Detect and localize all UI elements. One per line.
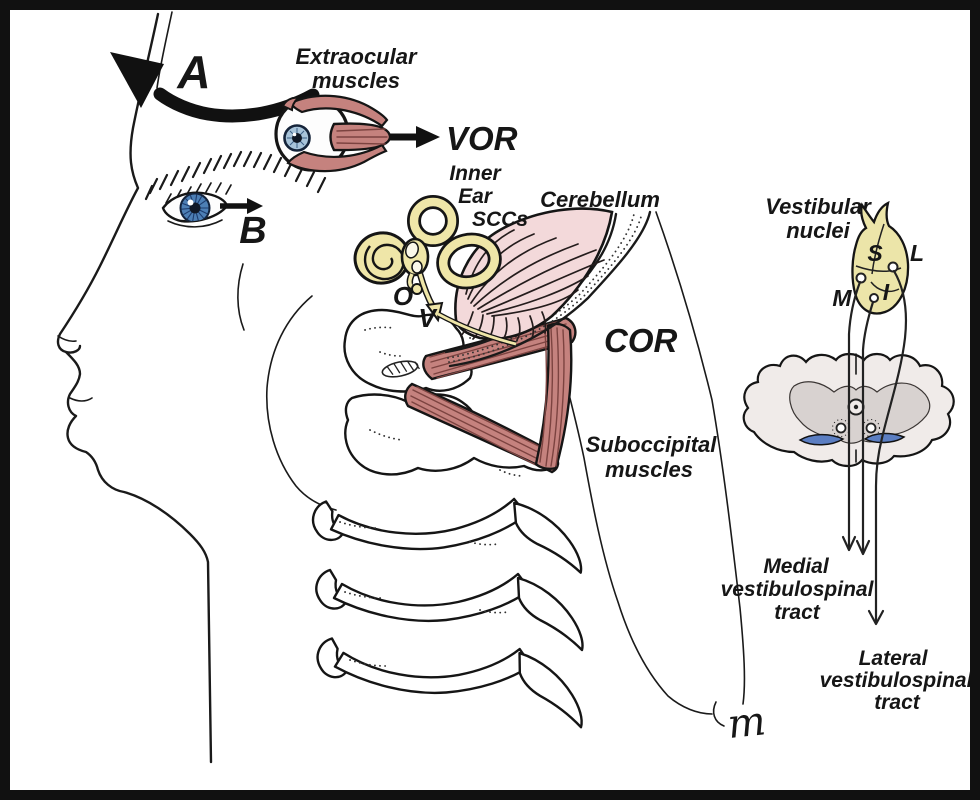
label-vor: VOR — [446, 120, 518, 157]
label-extraocular-2: muscles — [312, 68, 400, 93]
superior-tendon — [281, 96, 301, 112]
cheek-line — [237, 263, 245, 331]
signature-flourish — [712, 701, 725, 727]
semicircular-canals — [407, 195, 502, 290]
skull-stipple-1 — [447, 213, 635, 359]
hairline — [156, 11, 173, 89]
lateral-rectus-striations — [336, 128, 388, 145]
medial-arrowhead-1 — [841, 535, 857, 552]
head-profile — [56, 11, 746, 764]
saccule — [411, 260, 423, 274]
neck-back-line — [655, 211, 746, 705]
label-inner: Inner — [449, 162, 502, 185]
label-a: A — [176, 46, 210, 98]
ventral-neuron-right — [865, 422, 877, 434]
ventral-neuron-left — [835, 422, 847, 434]
vertebra-c5 — [314, 636, 586, 729]
medial-neuron — [855, 272, 867, 284]
vertebra-c4 — [315, 568, 584, 652]
label-lateral-2: vestibulospinal — [820, 669, 974, 692]
label-nucleus-i: I — [883, 279, 890, 305]
pupil — [189, 202, 201, 214]
nostril-line — [57, 335, 77, 343]
label-nuclei: nuclei — [786, 218, 850, 243]
skull-outer-line — [448, 210, 652, 368]
label-suboccipital-2: muscles — [605, 457, 693, 482]
artist-signature: m — [712, 698, 768, 748]
arrowhead-b — [247, 198, 263, 214]
eye-highlight — [187, 199, 194, 206]
label-lateral-3: tract — [874, 691, 921, 714]
label-lateral-1: Lateral — [859, 647, 929, 670]
lateral-neuron — [887, 261, 899, 273]
vor-arrow — [390, 126, 440, 148]
lateral-tract-line — [874, 269, 908, 624]
label-otolith: O — [393, 281, 413, 311]
utricle — [405, 241, 419, 259]
gaze-arrow — [220, 198, 263, 214]
nuclei-outline — [851, 200, 910, 315]
extraocular-eyeball — [274, 94, 392, 173]
label-nucleus-l: L — [910, 240, 924, 266]
lower-lid-line — [167, 219, 223, 228]
label-vestibular: Vestibular — [765, 194, 872, 219]
vertebra-c3 — [311, 491, 583, 584]
label-suboccipital-1: Suboccipital — [586, 432, 718, 457]
label-medial-3: tract — [774, 601, 821, 624]
jaw-line — [265, 295, 337, 511]
lateral-arrowhead — [867, 609, 885, 626]
inferior-neuron — [869, 293, 879, 303]
lip-line — [69, 397, 93, 402]
globe-highlight — [292, 132, 297, 137]
eyebrow-hatching — [144, 150, 327, 201]
vestibular-nuclei-drawing — [851, 200, 910, 315]
label-medial-1: Medial — [763, 555, 830, 578]
arrowhead-a — [110, 52, 164, 108]
axis-atlas-bone — [344, 393, 560, 476]
inner-ear-drawing — [353, 195, 517, 347]
label-nucleus-s: S — [867, 240, 883, 266]
skull-stipple-2 — [448, 212, 643, 363]
signature-mark: m — [725, 698, 768, 748]
vestibular-nerve-branches — [406, 272, 517, 347]
tract-zone-left — [798, 433, 845, 446]
muscle-striations-2 — [410, 386, 554, 469]
vestibulospinal-panel: Vestibular nuclei S L M I — [721, 194, 974, 714]
medial-arrowhead-2 — [855, 539, 871, 556]
label-nucleus-m: M — [832, 285, 852, 311]
label-sccs: SCCs — [472, 208, 528, 231]
tract-zone-right — [863, 432, 906, 444]
superior-rectus-muscle — [289, 94, 389, 128]
neuron-halo-right — [861, 418, 881, 438]
label-extraocular-1: Extraocular — [295, 44, 417, 69]
label-medial-2: vestibulospinal — [721, 578, 875, 601]
descending-tracts — [841, 269, 908, 626]
label-b: B — [239, 210, 266, 252]
eyelash-hatching — [165, 182, 232, 204]
medial-tract-line-1 — [847, 280, 862, 550]
medial-tract-line-2 — [861, 300, 875, 554]
transverse-foramen-hatch — [381, 360, 420, 378]
central-canal-dot — [853, 404, 859, 410]
nape-line — [557, 351, 713, 715]
label-vestibular-nerve: V — [418, 303, 438, 333]
cochlea-spiral — [363, 243, 405, 281]
label-ear: Ear — [458, 185, 494, 208]
occipital-skull-band — [444, 210, 652, 368]
muscle-striations-3 — [539, 327, 565, 467]
label-cerebellum: Cerebellum — [540, 187, 660, 212]
muscle-striations-1 — [429, 320, 569, 379]
label-cor: COR — [604, 322, 678, 359]
inferior-rectus-muscle — [286, 143, 388, 173]
arrowhead-vor — [416, 126, 440, 148]
